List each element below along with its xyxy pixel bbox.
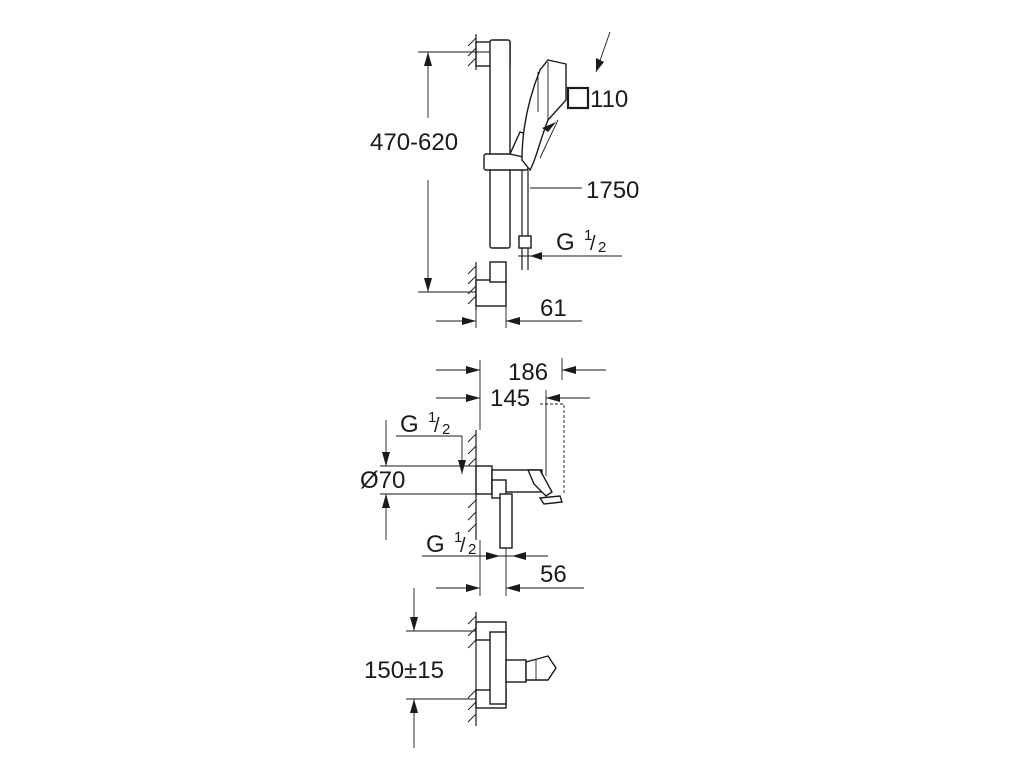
- dimension-escutcheon-diameter: Ø70: [360, 420, 476, 540]
- svg-text:1: 1: [454, 529, 462, 546]
- label-outlet-offset: 56: [540, 561, 567, 588]
- dimension-outlet-offset: 56: [436, 540, 584, 596]
- mixer-top-lever: [525, 655, 557, 681]
- dimension-rail-adjust: 470-620: [370, 51, 490, 293]
- svg-text:/: /: [460, 535, 466, 557]
- label-outlet-thread: G: [426, 531, 445, 558]
- svg-text:2: 2: [598, 239, 606, 256]
- dimension-inlet-spacing: 150±15: [364, 588, 476, 748]
- rail-bottom-bracket: [475, 279, 507, 307]
- label-rail-depth: 61: [540, 295, 567, 322]
- label-rail-adjust: 470-620: [370, 129, 458, 156]
- dimension-inlet-thread: G 1 / 2: [396, 409, 466, 474]
- shower-rail-assembly: 470-620 110 1750 G 1 / 2: [370, 31, 639, 328]
- dimension-outlet-thread: G 1 / 2: [422, 529, 548, 560]
- label-inlet-thread: G: [400, 411, 419, 438]
- square-symbol-icon: [566, 86, 590, 110]
- mixer-top-cartridge: [505, 659, 527, 683]
- mixer-side-view: 186 145 G 1 / 2 Ø7: [360, 358, 606, 596]
- dimension-hand-shower-size: 110: [539, 31, 628, 159]
- label-escutcheon-diameter: Ø70: [360, 467, 405, 494]
- svg-text:2: 2: [468, 541, 476, 558]
- label-mixer-depth-total: 186: [508, 359, 548, 386]
- mixer-outlet: [499, 493, 513, 549]
- mixer-top-body: [489, 631, 507, 705]
- shower-rail: [489, 39, 511, 249]
- label-hose-length: 1750: [586, 177, 639, 204]
- svg-text:2: 2: [442, 421, 450, 438]
- mixer-lever: [526, 469, 553, 497]
- wall-hatch-bottom: [467, 262, 477, 310]
- wall-hatch-bottom-view: [467, 612, 477, 726]
- label-inlet-spacing: 150±15: [364, 657, 444, 684]
- svg-text:/: /: [590, 233, 596, 255]
- dimension-hose-thread: G 1 / 2: [518, 227, 622, 260]
- dimension-mixer-depth-total: 186: [436, 358, 606, 430]
- mixer-top-view: 150±15: [364, 588, 557, 748]
- hand-shower: [521, 59, 567, 172]
- label-mixer-depth-body: 145: [490, 385, 530, 412]
- dimension-mixer-depth-body: 145: [436, 385, 590, 476]
- wall-hatch-mixer: [467, 430, 477, 540]
- svg-text:1: 1: [584, 227, 592, 244]
- svg-text:/: /: [434, 415, 440, 437]
- label-hose-thread: G: [556, 229, 575, 256]
- mixer-escutcheon: [475, 465, 493, 495]
- label-hand-shower-size: 110: [590, 86, 628, 113]
- svg-text:1: 1: [428, 409, 436, 426]
- dimension-rail-depth: 61: [436, 295, 582, 328]
- dimension-hose-length: 1750: [530, 177, 639, 204]
